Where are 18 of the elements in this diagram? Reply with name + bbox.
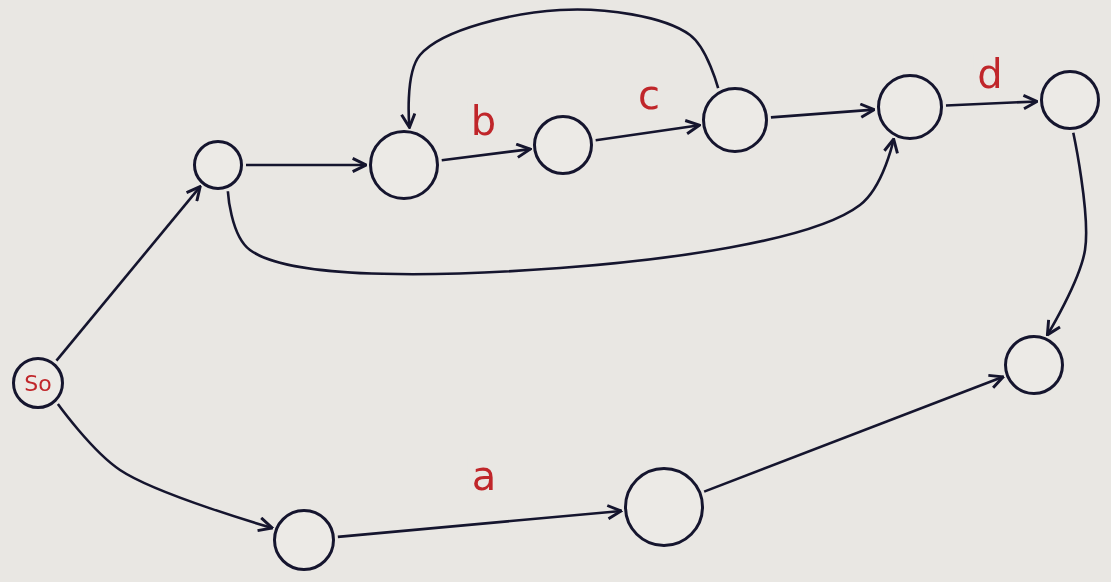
state-label: So xyxy=(24,370,52,396)
arrow xyxy=(337,504,623,539)
arrow xyxy=(770,102,876,119)
arrow xyxy=(246,156,368,174)
arrow xyxy=(400,8,720,129)
arrow xyxy=(226,137,899,276)
state-circle xyxy=(1040,70,1100,130)
state-circle xyxy=(193,140,243,190)
arrow xyxy=(595,119,701,142)
arrow xyxy=(55,185,202,362)
arrow xyxy=(441,142,532,162)
arrow xyxy=(703,373,1005,493)
state-circle xyxy=(1004,335,1064,395)
arrow xyxy=(1045,132,1088,337)
state-circle xyxy=(12,357,64,409)
arrow xyxy=(945,93,1039,111)
state-circle xyxy=(533,115,593,175)
arrow xyxy=(56,403,274,533)
